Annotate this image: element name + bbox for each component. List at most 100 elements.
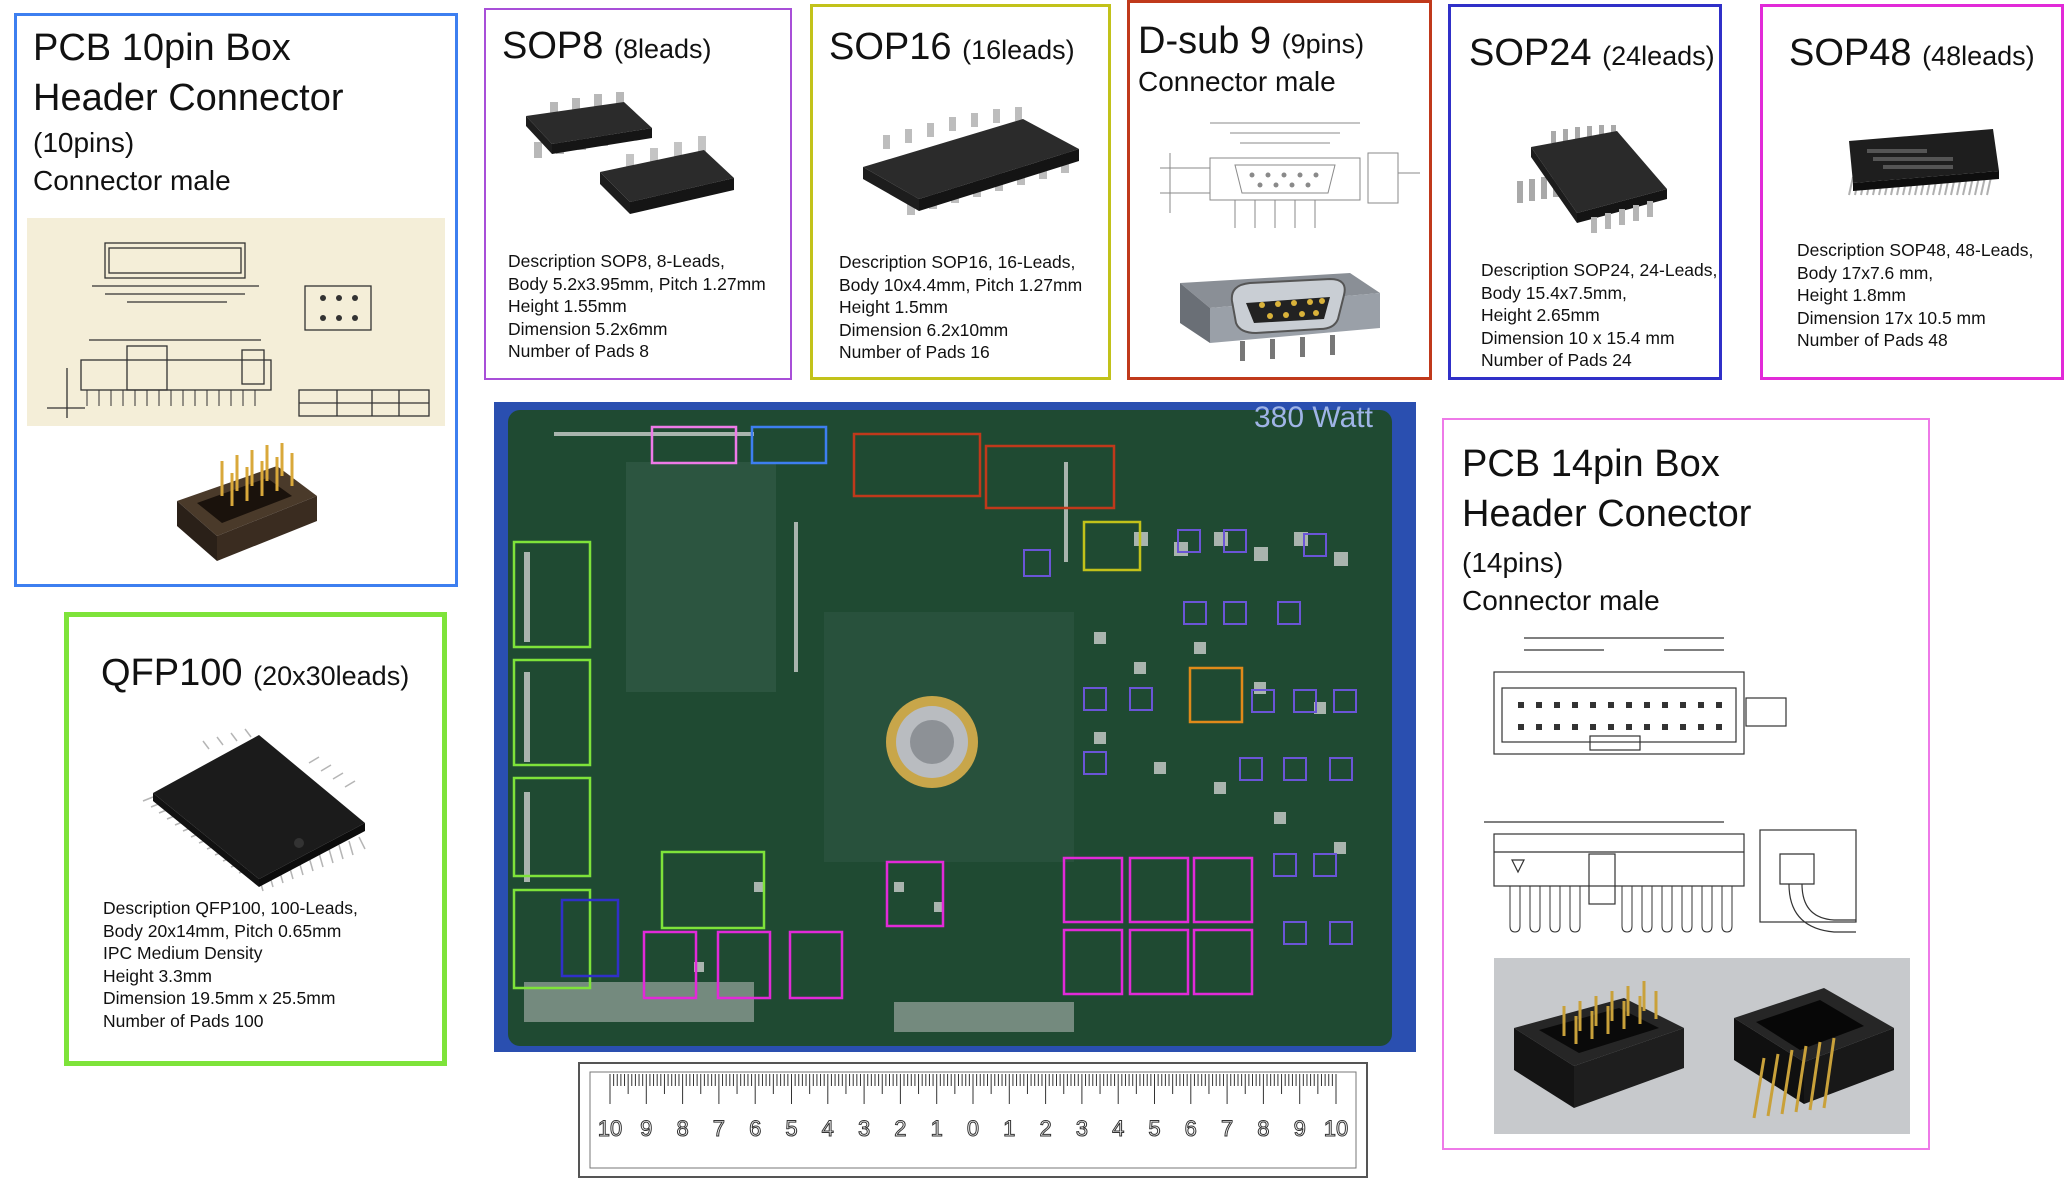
ic-chip-icon [1517, 125, 1667, 233]
spec-line: Description SOP24, 24-Leads, [1481, 260, 1718, 280]
spec-line: Number of Pads 48 [1797, 330, 1948, 350]
coin-icon [886, 696, 978, 788]
spec-line: Number of Pads 24 [1481, 350, 1632, 370]
card-gender: Connector male [33, 165, 231, 196]
package-name: QFP100 [101, 652, 243, 694]
ruler-label: 6 [1185, 1116, 1197, 1141]
card-title-line2: Header Connector [33, 77, 344, 119]
package-name: SOP48 [1789, 32, 1912, 74]
mechanical-drawing-icon [1160, 122, 1420, 228]
card-title-line1: PCB 10pin Box [33, 27, 291, 69]
lead-count: (20x30leads) [253, 661, 410, 691]
spec-line: Dimension 5.2x6mm [508, 318, 668, 339]
lead-count: (24leads) [1602, 41, 1715, 71]
ruler-label: 3 [1076, 1116, 1088, 1141]
ruler-label: 7 [1221, 1116, 1233, 1141]
spec-line: Dimension 6.2x10mm [839, 319, 1009, 340]
ruler-label: 2 [1039, 1116, 1051, 1141]
spec-line: Description QFP100, 100-Leads, [103, 898, 358, 918]
ruler-label: 6 [749, 1116, 761, 1141]
spec-line: Height 1.8mm [1797, 285, 1906, 305]
mechanical-drawing-icon [1484, 637, 1857, 933]
spec-line: Description SOP16, 16-Leads, [839, 252, 1076, 272]
pcb-board-icon: 380 Watt [494, 402, 1416, 1052]
ruler-label: 7 [713, 1116, 725, 1141]
ruler-label: 8 [1257, 1116, 1269, 1141]
card-pcb10: PCB 10pin Box Header Connector (10pins) … [14, 13, 458, 587]
spec-line: Dimension 17x 10.5 mm [1797, 307, 1986, 328]
card-title: SOP8 (8leads) [502, 24, 712, 70]
card-dsub9: D-sub 9 (9pins) Connector male [1127, 0, 1432, 380]
card-gender: Connector male [1462, 585, 1660, 616]
spec-line: Height 2.65mm [1481, 305, 1600, 325]
spec-line: Dimension 10 x 15.4 mm [1481, 327, 1675, 348]
card-sop24: SOP24 (24leads) Description SOP24, 24-Le… [1448, 4, 1722, 380]
card-sop16: SOP16 (16leads) Description SOP16, 16-Le… [810, 4, 1111, 380]
card-sop48: SOP48 (48leads) Description SOP48, 48-Le… [1760, 4, 2064, 380]
package-name: D-sub 9 [1138, 20, 1272, 62]
card-title-line2: Header Conector [1462, 493, 1752, 535]
card-title: QFP100 (20x30leads) [101, 651, 409, 697]
lead-count: (48leads) [1922, 41, 2035, 71]
ruler-label: 0 [967, 1116, 979, 1141]
spec-line: Number of Pads 16 [839, 342, 990, 362]
card-title: SOP16 (16leads) [829, 25, 1075, 71]
pcb-label: 380 Watt [1254, 402, 1374, 434]
card-title: SOP48 (48leads) [1789, 31, 2035, 77]
spec-line: Number of Pads 100 [103, 1010, 264, 1031]
spec-line: Height 3.3mm [103, 965, 212, 986]
ruler-label: 9 [1294, 1116, 1306, 1141]
ruler-label: 4 [822, 1116, 834, 1141]
spec-line: Body 5.2x3.95mm, Pitch 1.27mm [508, 273, 766, 294]
spec-line: Height 1.55mm [508, 296, 627, 316]
ruler-label: 1 [931, 1116, 943, 1141]
spec-line: IPC Medium Density [103, 943, 263, 963]
spec-line: Description SOP8, 8-Leads, [508, 251, 725, 271]
spec-list: Description SOP8, 8-Leads, Body 5.2x3.95… [508, 250, 766, 363]
ruler-label: 8 [676, 1116, 688, 1141]
ruler-label: 2 [894, 1116, 906, 1141]
ic-chip-icon [863, 107, 1079, 215]
ruler-label: 5 [1148, 1116, 1160, 1141]
spec-list: Description QFP100, 100-Leads, Body 20x1… [103, 897, 358, 1032]
package-name: SOP24 [1469, 32, 1592, 74]
pin-count: (9pins) [1281, 29, 1365, 59]
spec-list: Description SOP48, 48-Leads, Body 17x7.6… [1797, 239, 2033, 352]
ruler-label: 10 [1324, 1116, 1348, 1141]
card-sop8: SOP8 (8leads) Description SOP8, 8-Leads,… [484, 8, 792, 380]
box-header-photo-icon [1494, 958, 1910, 1134]
card-qfp100: QFP100 (20x30leads) Description QFP100, … [64, 612, 447, 1066]
ic-chip-icon [526, 92, 734, 214]
spec-list: Description SOP16, 16-Leads, Body 10x4.4… [839, 251, 1082, 364]
package-name: SOP16 [829, 26, 952, 68]
ruler-label: 1 [1003, 1116, 1015, 1141]
lead-count: (16leads) [962, 35, 1075, 65]
spec-list: Description SOP24, 24-Leads, Body 15.4x7… [1481, 259, 1717, 372]
package-name: SOP8 [502, 25, 604, 67]
spec-line: Description SOP48, 48-Leads, [1797, 240, 2034, 260]
card-title: D-sub 9 (9pins) [1138, 19, 1364, 65]
card-pcb14: PCB 14pin Box Header Conector (14pins) C… [1442, 418, 1930, 1150]
card-title-line1: PCB 14pin Box [1462, 443, 1720, 485]
ruler-label: 9 [640, 1116, 652, 1141]
ruler-label: 4 [1112, 1116, 1124, 1141]
qfp-chip-icon [142, 728, 366, 892]
ruler-label: 5 [785, 1116, 797, 1141]
mechanical-drawing-icon [27, 218, 445, 426]
ruler-label: 3 [858, 1116, 870, 1141]
card-pins: (10pins) [33, 127, 135, 158]
box-header-photo-icon [177, 443, 317, 561]
card-title: SOP24 (24leads) [1469, 31, 1715, 77]
spec-line: Body 10x4.4mm, Pitch 1.27mm [839, 274, 1083, 295]
card-gender: Connector male [1138, 66, 1336, 97]
spec-line: Height 1.5mm [839, 297, 948, 317]
spec-line: Number of Pads 8 [508, 341, 650, 361]
ruler-label: 10 [598, 1116, 622, 1141]
spec-line: Body 15.4x7.5mm, [1481, 282, 1627, 303]
card-pins: (14pins) [1462, 547, 1564, 578]
spec-line: Dimension 19.5mm x 25.5mm [103, 988, 336, 1008]
spec-line: Body 20x14mm, Pitch 0.65mm [103, 920, 342, 941]
lead-count: (8leads) [613, 34, 712, 64]
ic-chip-icon [1848, 129, 1999, 196]
